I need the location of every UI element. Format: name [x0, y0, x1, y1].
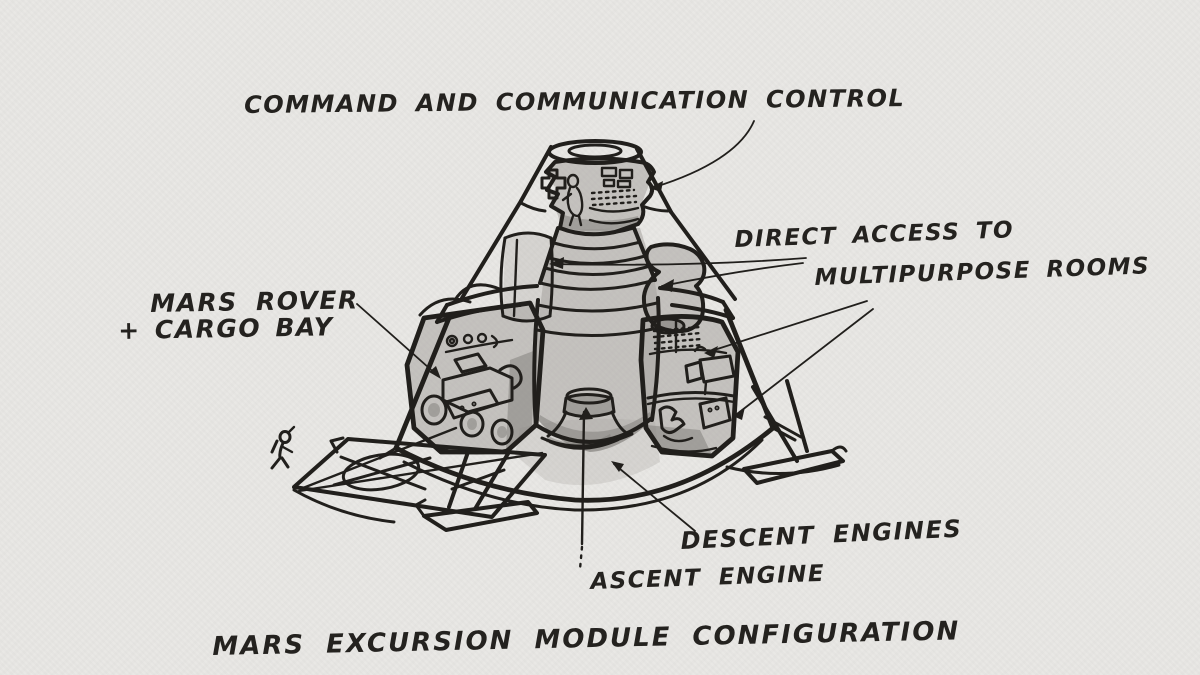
leader-ascent-engine-dotted [578, 545, 584, 571]
leader-ascent-engine [580, 410, 586, 546]
multipurpose-rooms [638, 314, 741, 459]
leader-lines [356, 120, 874, 571]
astronaut-figure-cupola [561, 173, 584, 227]
label-cargo-bay: + CARGO BAY [118, 312, 334, 345]
control-panels [588, 166, 640, 225]
leader-multipurpose-upper [707, 300, 868, 353]
deployed-ramp [292, 436, 547, 524]
landing-leg-right [725, 379, 848, 485]
leader-rover-bay [356, 303, 439, 377]
leader-descent-engines [613, 463, 696, 532]
leader-multipurpose-lower [736, 308, 874, 415]
upper-cone [460, 199, 737, 301]
leader-command [654, 120, 755, 188]
leader-direct-access-tunnel [551, 257, 807, 266]
leader-arrowheads [429, 181, 745, 472]
ink-drawing-layer [270, 139, 848, 532]
leader-direct-access-airlock [661, 262, 804, 287]
deck-dome-left [453, 283, 504, 302]
astronaut-figure-surface [270, 425, 296, 470]
ramp-brace-2 [301, 426, 458, 490]
